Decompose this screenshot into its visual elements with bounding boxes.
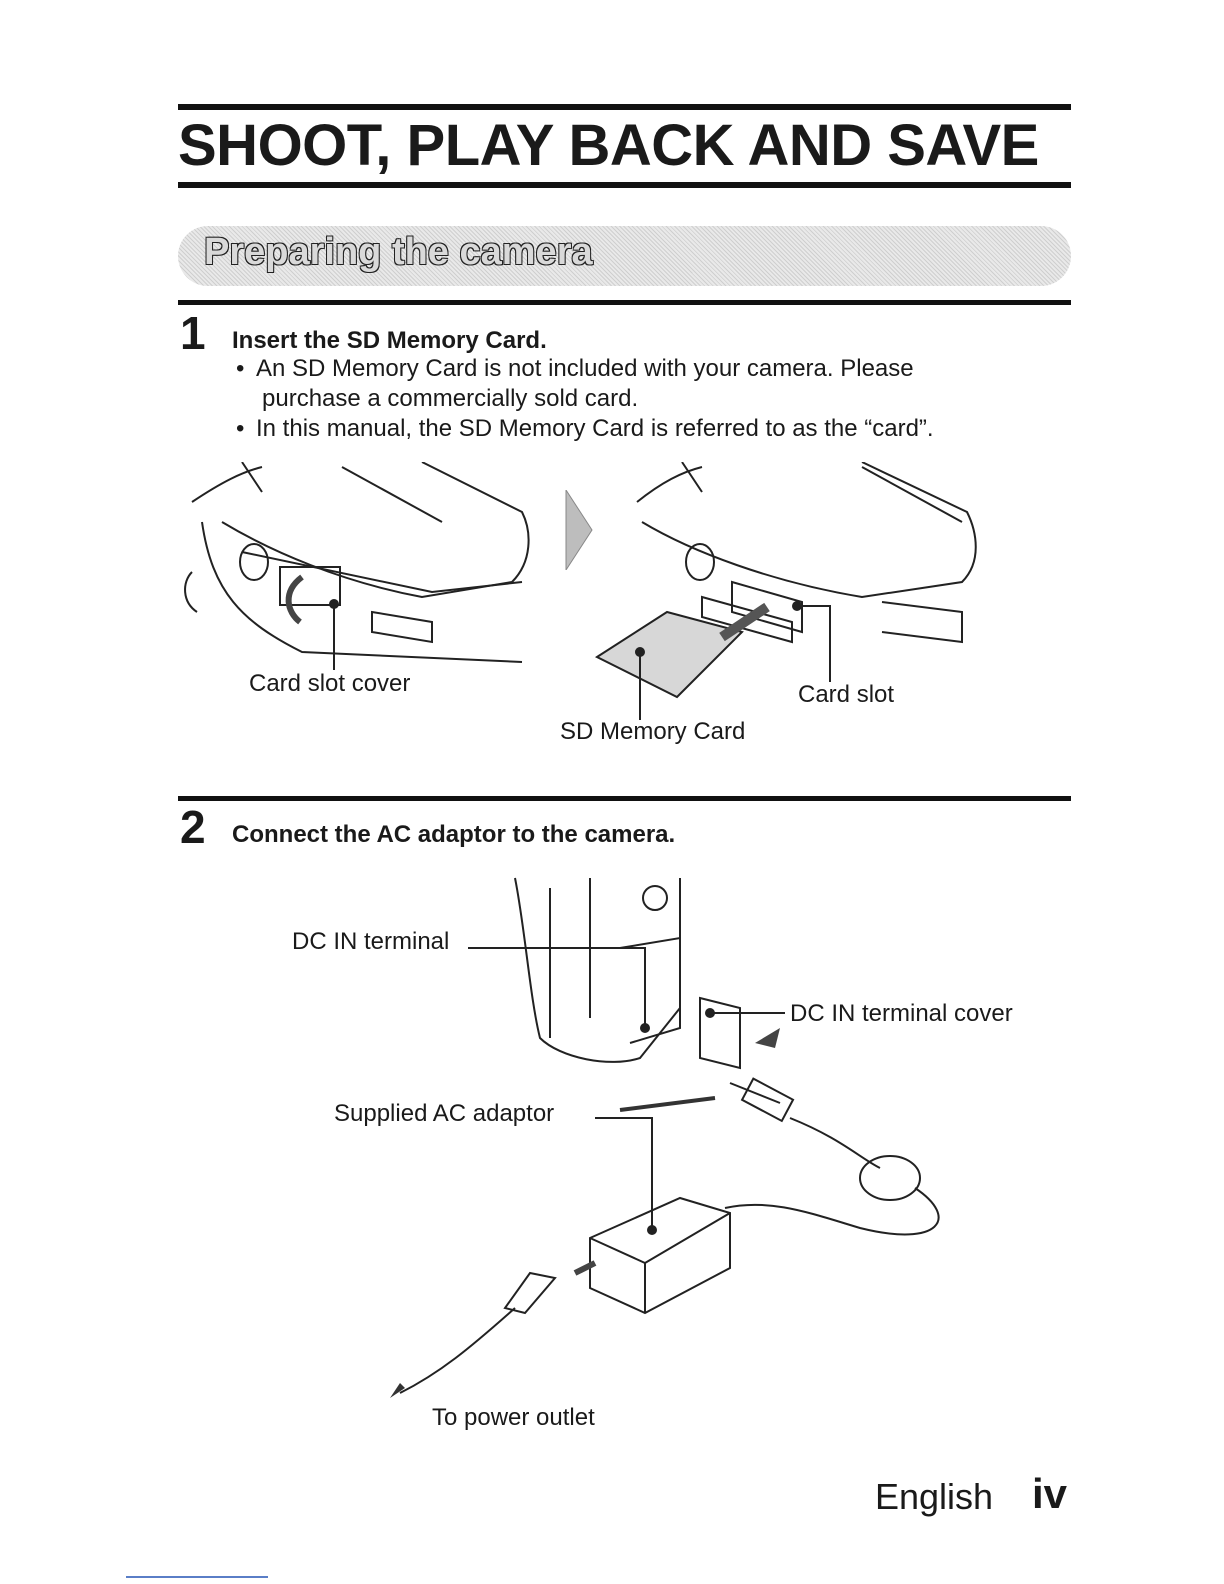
step2-heading: Connect the AC adaptor to the camera. [232,821,676,848]
ac-adaptor-connection-illustration [390,877,940,1398]
step1-rule [178,300,1071,305]
step1-bullet-1: •An SD Memory Card is not included with … [236,355,914,382]
top-rule [178,104,1071,110]
section-banner [178,226,1071,286]
step1-bullet-2: •In this manual, the SD Memory Card is r… [236,415,934,442]
step2-number: 2 [180,801,206,853]
step1-number: 1 [180,307,206,359]
bullet-marker: • [236,415,245,442]
footer-language: English [875,1476,994,1517]
callout-dc-in-terminal-cover: DC IN terminal cover [790,1000,1013,1027]
camera-card-slot-cover-illustration [184,462,530,670]
footer-page-number: iv [1032,1470,1068,1517]
step1-bullet-1-cont: purchase a commercially sold card. [262,385,639,412]
step1-heading: Insert the SD Memory Card. [232,327,547,354]
callout-to-power-outlet: To power outlet [432,1404,595,1431]
callout-dc-in-terminal: DC IN terminal [292,928,450,955]
callout-card-slot-cover: Card slot cover [249,670,411,697]
section-title: Preparing the camera [204,231,593,273]
camera-card-insertion-illustration [594,462,977,720]
page-title: SHOOT, PLAY BACK AND SAVE [178,113,1039,178]
title-underline [178,182,1071,188]
callout-sd-memory-card: SD Memory Card [560,718,746,745]
callout-card-slot: Card slot [798,681,895,708]
callout-supplied-ac-adaptor: Supplied AC adaptor [334,1100,555,1127]
step2-rule [178,796,1071,801]
arrow-right-icon [565,490,593,570]
bullet-marker: • [236,355,245,382]
bottom-divider [126,1576,268,1578]
